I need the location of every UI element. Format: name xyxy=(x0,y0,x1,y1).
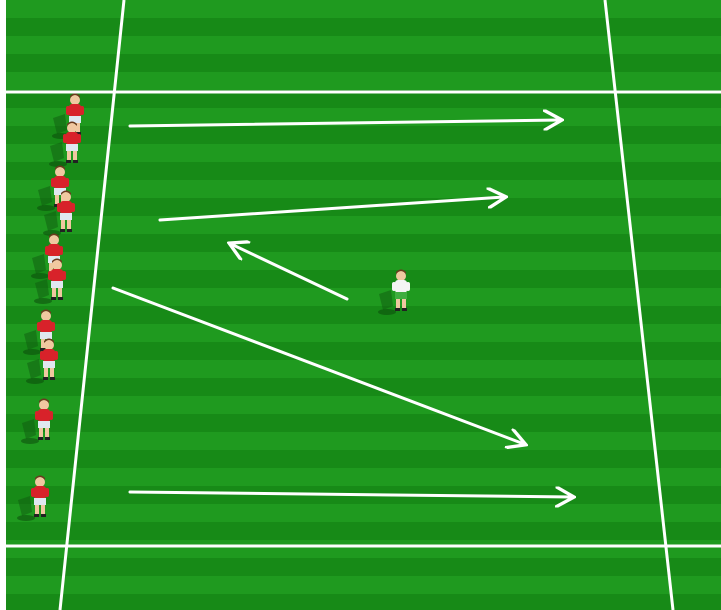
grass-stripe xyxy=(6,522,721,540)
grass-stripe xyxy=(6,144,721,162)
grass-stripe xyxy=(6,468,721,486)
grass-stripe xyxy=(6,234,721,252)
grass-stripe xyxy=(6,126,721,144)
grass-stripe xyxy=(6,18,721,36)
grass-stripe xyxy=(6,270,721,288)
grass-stripe xyxy=(6,360,721,378)
grass-stripe xyxy=(6,306,721,324)
grass-stripe xyxy=(6,594,721,610)
grass-stripe xyxy=(6,180,721,198)
grass-stripe xyxy=(6,324,721,342)
grass-stripe xyxy=(6,540,721,558)
grass-stripe xyxy=(6,396,721,414)
grass-stripe xyxy=(6,378,721,396)
grass-stripe xyxy=(6,504,721,522)
grass-stripe xyxy=(6,450,721,468)
grass-stripe xyxy=(6,36,721,54)
grass-stripe xyxy=(6,432,721,450)
grass-stripe xyxy=(6,0,721,18)
grass-stripe xyxy=(6,558,721,576)
grass-stripe xyxy=(6,162,721,180)
grass-stripe xyxy=(6,252,721,270)
grass-stripe xyxy=(6,414,721,432)
grass-stripe xyxy=(6,216,721,234)
grass-stripe xyxy=(6,576,721,594)
grass-stripe xyxy=(6,288,721,306)
grass-stripe xyxy=(6,342,721,360)
